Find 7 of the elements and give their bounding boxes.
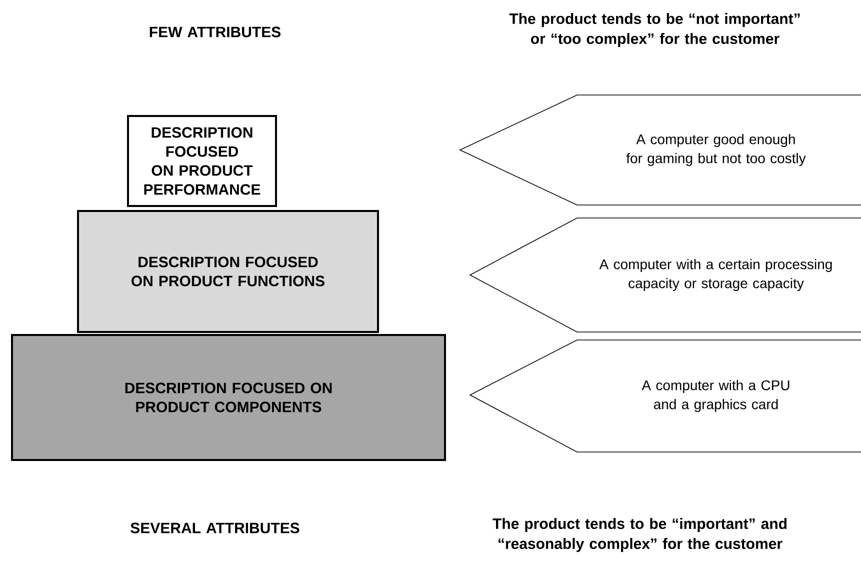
heading-text: The product tends to be “not important” or “too complex” for the customer [509,13,800,47]
stack-box: DESCRIPTION FOCUSED ON PRODUCT COMPONENTS [11,334,446,461]
stack-box: DESCRIPTION FOCUSED ON PRODUCT PERFORMANCE [127,115,277,207]
heading-text: The product tends to be “important” and “reasonably complex” for the customer [492,518,786,552]
heading-text: FEW ATTRIBUTES [150,26,281,38]
stack-box: DESCRIPTION FOCUSED ON PRODUCT FUNCTIONS [77,210,379,333]
heading-text: SEVERAL ATTRIBUTES [130,522,300,534]
